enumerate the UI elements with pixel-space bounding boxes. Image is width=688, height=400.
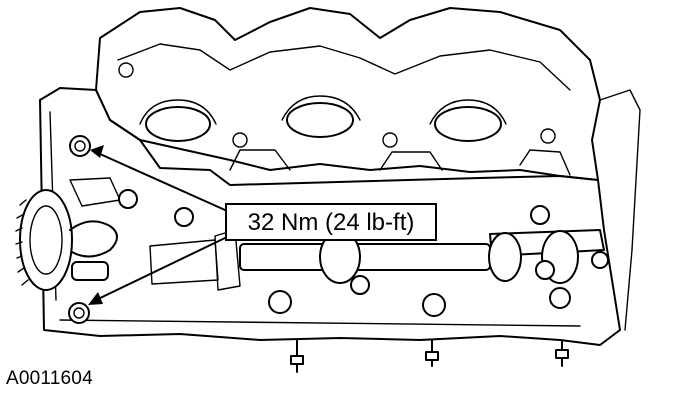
bolt	[549, 287, 571, 309]
torque-callout-box	[225, 203, 437, 241]
figure-id: A0011604	[6, 368, 93, 389]
bolt	[174, 207, 194, 227]
bolt	[268, 290, 292, 314]
cam-sprocket	[15, 177, 121, 291]
bolt	[530, 205, 550, 225]
bolt	[118, 189, 138, 209]
torque-callout: 32 Nm (24 lb-ft)	[225, 203, 437, 241]
lower-studs	[290, 339, 569, 373]
bolt	[350, 275, 370, 295]
cylinder-head	[39, 87, 641, 346]
bolt	[422, 293, 446, 317]
bolt	[591, 251, 609, 269]
callout-leaders	[88, 145, 226, 305]
bolt	[535, 260, 555, 280]
torque-label: 32 Nm (24 lb-ft)	[248, 209, 415, 236]
upper-manifold	[95, 7, 601, 181]
bolts	[68, 135, 609, 324]
bolt-lower-left	[68, 302, 90, 324]
camshaft	[149, 229, 605, 291]
bolt-upper-left	[69, 135, 91, 157]
